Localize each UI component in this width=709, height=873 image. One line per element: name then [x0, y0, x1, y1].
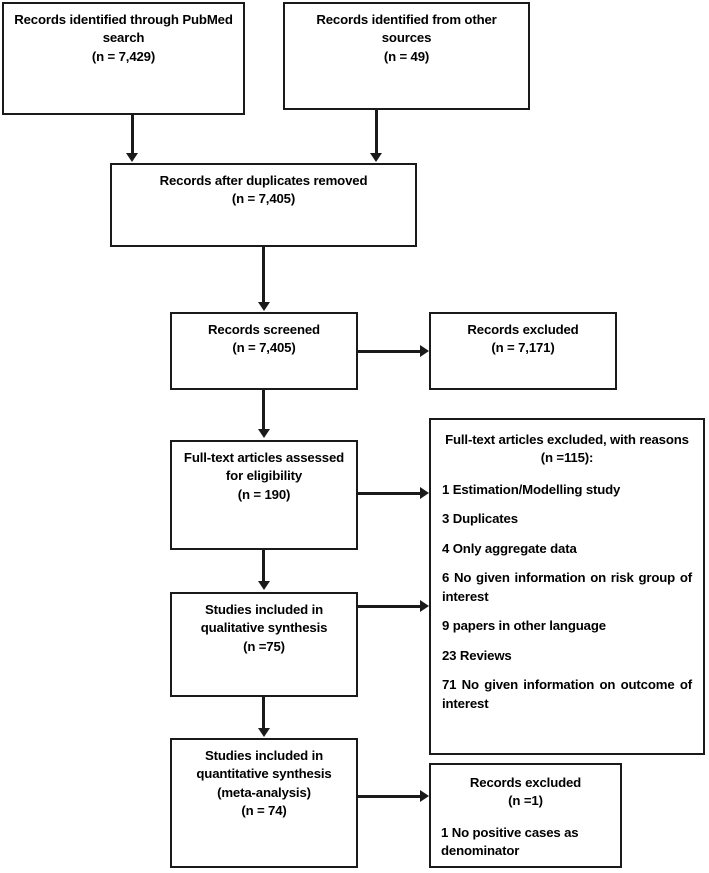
node-text-line: search: [102, 30, 145, 46]
arrow-down-icon: [370, 153, 382, 162]
exclusion-reason-item: 3 Duplicates: [442, 511, 518, 527]
node-records-screened-text: Records screened (n = 7,405): [172, 314, 356, 358]
connector-other-to-duplicates: [375, 110, 378, 154]
node-count: (n = 7,171): [491, 340, 555, 356]
node-records-identified-other: Records identified from other sources (n…: [283, 2, 530, 110]
node-count: (n = 74): [241, 803, 287, 819]
connector-screened-to-fulltext: [262, 390, 265, 430]
connector-screened-to-excluded: [358, 350, 422, 353]
node-count: (n = 49): [383, 48, 430, 64]
connector-duplicates-to-screened: [262, 283, 265, 303]
node-records-identified-other-text: Records identified from other sources (n…: [285, 4, 528, 66]
node-count: (n = 7,405): [231, 191, 296, 207]
arrow-right-icon: [420, 790, 429, 802]
node-fulltext-articles-assessed-text: Full-text articles assessed for eligibil…: [172, 442, 356, 504]
connector-duplicates-down: [262, 247, 265, 283]
arrow-down-icon: [126, 153, 138, 162]
node-text-line: Full-text articles excluded, with reason…: [445, 432, 689, 447]
arrow-right-icon: [420, 487, 429, 499]
exclusion-reason-item: 4 Only aggregate data: [442, 540, 577, 556]
node-count: (n =75): [243, 638, 285, 654]
node-records-identified-pubmed-text: Records identified through PubMed search…: [4, 4, 243, 66]
node-count: (n = 7,429): [91, 48, 156, 64]
node-count: (n = 7,405): [232, 340, 296, 356]
node-records-screened: Records screened (n = 7,405): [170, 312, 358, 390]
exclusion-reason-item: 1 No positive cases as: [441, 824, 579, 840]
node-text-line: sources: [381, 30, 432, 46]
arrow-right-icon: [420, 345, 429, 357]
exclusion-reason-item: 6 No given information on risk group of …: [442, 570, 692, 604]
node-text-line: Records screened: [208, 322, 320, 337]
arrow-down-icon: [258, 581, 270, 590]
node-text-line: qualitative synthesis: [200, 620, 328, 636]
exclusion-reason-item: 23 Reviews: [442, 647, 512, 663]
arrow-down-icon: [258, 728, 270, 737]
node-records-excluded-final: Records excluded (n =1) 1 No positive ca…: [429, 763, 622, 868]
node-records-after-duplicates-removed-text: Records after duplicates removed (n = 7,…: [112, 165, 415, 209]
exclusion-reason-item: 9 papers in other language: [442, 618, 606, 634]
node-text-line: Records identified through PubMed: [14, 12, 233, 27]
node-records-after-duplicates-removed: Records after duplicates removed (n = 7,…: [110, 163, 417, 247]
connector-fulltext-to-excluded-reasons: [358, 492, 422, 495]
node-text-line: Studies included in: [204, 748, 324, 763]
node-qualitative-synthesis-text: Studies included in qualitative synthesi…: [172, 594, 356, 656]
connector-qualitative-to-excluded-reasons: [358, 605, 422, 608]
connector-quantitative-to-excluded-final: [358, 795, 422, 798]
node-text-line: Records excluded: [467, 322, 579, 337]
arrow-down-icon: [258, 429, 270, 438]
node-text-line: for eligibility: [225, 468, 303, 484]
node-quantitative-synthesis-text: Studies included in quantitative synthes…: [172, 740, 356, 821]
node-text-line: Full-text articles assessed: [183, 450, 345, 465]
node-fulltext-articles-excluded-text: Full-text articles excluded, with reason…: [431, 420, 703, 713]
node-records-excluded-final-text: Records excluded (n =1) 1 No positive ca…: [431, 765, 620, 861]
node-count: (n = 190): [237, 486, 291, 502]
node-text-line: Records excluded: [469, 775, 582, 790]
arrow-right-icon: [420, 600, 429, 612]
node-count: (n =1): [508, 793, 543, 809]
node-text-line: Studies included in: [204, 602, 324, 617]
connector-fulltext-to-qualitative: [262, 550, 265, 582]
node-fulltext-articles-excluded: Full-text articles excluded, with reason…: [429, 418, 705, 755]
exclusion-reason-item: denominator: [441, 843, 520, 859]
arrow-down-icon: [258, 302, 270, 311]
node-records-excluded-text: Records excluded (n = 7,171): [431, 314, 615, 358]
node-text-line: Records identified from other: [316, 12, 497, 27]
connector-qualitative-to-quantitative: [262, 697, 265, 729]
node-records-excluded: Records excluded (n = 7,171): [429, 312, 617, 390]
node-text-line: quantitative synthesis: [196, 766, 332, 782]
exclusion-reason-item: 1 Estimation/Modelling study: [442, 481, 621, 497]
node-qualitative-synthesis: Studies included in qualitative synthesi…: [170, 592, 358, 697]
connector-pubmed-to-duplicates: [131, 115, 134, 154]
node-text-line: Records after duplicates removed: [159, 173, 368, 188]
exclusion-reason-item: 71 No given information on outcome of in…: [442, 677, 692, 711]
node-records-identified-pubmed: Records identified through PubMed search…: [2, 2, 245, 115]
node-quantitative-synthesis: Studies included in quantitative synthes…: [170, 738, 358, 868]
node-fulltext-articles-assessed: Full-text articles assessed for eligibil…: [170, 440, 358, 550]
node-text-line: (meta-analysis): [217, 784, 311, 800]
node-count: (n =115):: [540, 450, 594, 466]
